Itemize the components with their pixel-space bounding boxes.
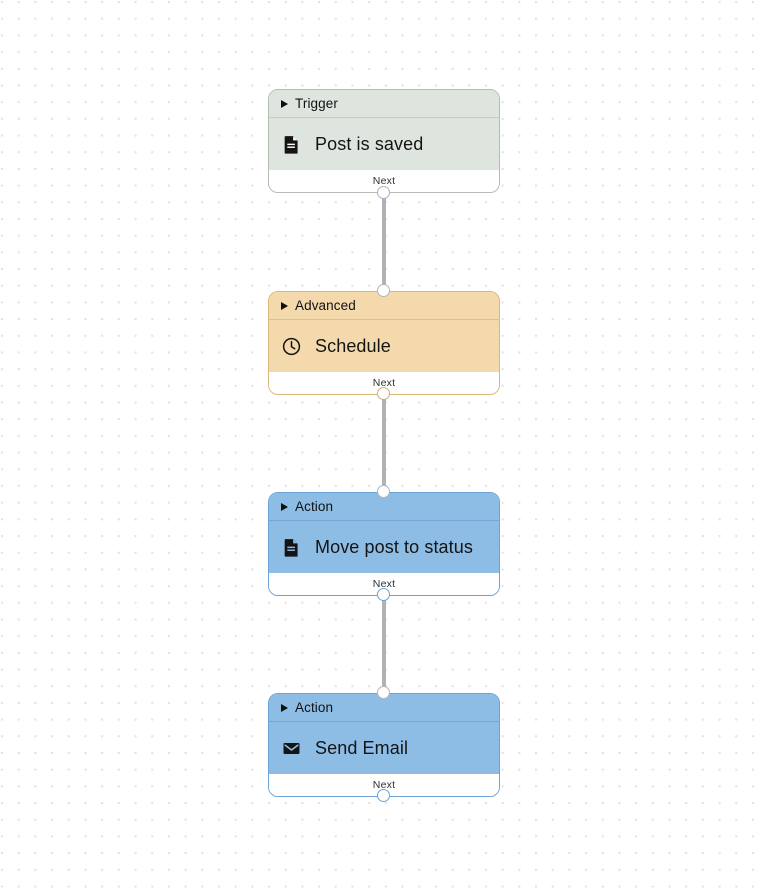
node-header[interactable]: Trigger (269, 90, 499, 118)
node-footer[interactable]: Next (269, 372, 499, 394)
node-body[interactable]: Send Email (269, 722, 499, 774)
chevron-right-icon[interactable] (281, 502, 288, 511)
handle-target-action-move-post-to-status[interactable] (377, 485, 390, 498)
node-type-label: Trigger (295, 96, 338, 111)
node-advanced-schedule[interactable]: Advanced Schedule Next (268, 291, 500, 395)
node-next-label: Next (372, 779, 396, 791)
node-title: Send Email (315, 737, 409, 758)
node-footer[interactable]: Next (269, 774, 499, 796)
node-footer[interactable]: Next (269, 170, 499, 192)
node-action-move-post-to-status[interactable]: Action Move post to status Next (268, 492, 500, 596)
node-footer[interactable]: Next (269, 573, 499, 595)
node-next-label: Next (372, 578, 396, 590)
handle-source-advanced-schedule[interactable] (377, 387, 390, 400)
edge-advanced-to-move-post[interactable] (382, 391, 386, 492)
handle-source-action-send-email[interactable] (377, 789, 390, 802)
node-body[interactable]: Schedule (269, 320, 499, 372)
handle-source-trigger-post-is-saved[interactable] (377, 186, 390, 199)
chevron-right-icon[interactable] (281, 703, 288, 712)
node-title: Post is saved (315, 133, 424, 154)
edge-move-post-to-send-email[interactable] (382, 592, 386, 693)
node-title: Move post to status (315, 536, 473, 557)
node-next-label: Next (372, 377, 396, 389)
node-body[interactable]: Post is saved (269, 118, 499, 170)
handle-source-action-move-post-to-status[interactable] (377, 588, 390, 601)
node-title: Schedule (315, 335, 391, 356)
document-icon (281, 537, 301, 557)
chevron-right-icon[interactable] (281, 99, 288, 108)
edge-trigger-to-advanced[interactable] (382, 190, 386, 290)
node-type-label: Action (295, 700, 334, 715)
handle-target-advanced-schedule[interactable] (377, 284, 390, 297)
node-body[interactable]: Move post to status (269, 521, 499, 573)
node-trigger-post-is-saved[interactable]: Trigger Post is saved Next (268, 89, 500, 193)
node-next-label: Next (372, 175, 396, 187)
node-action-send-email[interactable]: Action Send Email Next (268, 693, 500, 797)
document-icon (281, 134, 301, 154)
envelope-icon (281, 738, 301, 758)
handle-target-action-send-email[interactable] (377, 686, 390, 699)
node-type-label: Advanced (295, 298, 356, 313)
clock-icon (281, 336, 301, 356)
node-type-label: Action (295, 499, 334, 514)
chevron-right-icon[interactable] (281, 301, 288, 310)
